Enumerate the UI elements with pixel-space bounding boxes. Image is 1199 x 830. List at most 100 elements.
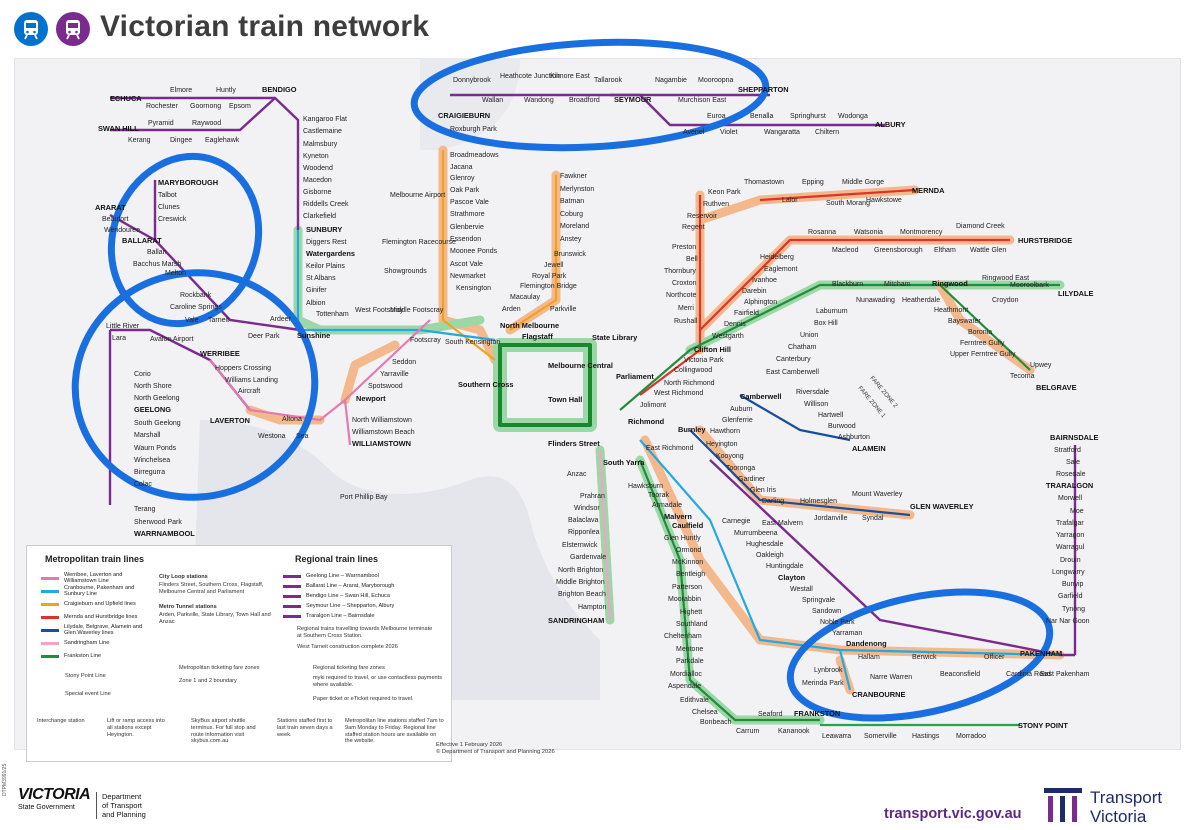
station-label: Hartwell — [818, 412, 844, 419]
staffed-note: Stations staffed first to last train sev… — [277, 718, 333, 738]
station-label: Williamstown Beach — [352, 429, 415, 436]
line-swatch — [283, 594, 301, 598]
legend-line-label: Seymour Line – Shepparton, Albury — [306, 603, 395, 609]
station-label: Aspendale — [668, 683, 701, 690]
station-label: SANDRINGHAM — [548, 616, 604, 625]
station-label: Roxburgh Park — [450, 126, 497, 133]
station-label: Creswick — [158, 216, 187, 223]
station-label: Fairfield — [734, 310, 759, 317]
station-label: Violet — [720, 129, 737, 136]
document-code: DTPM3991/25 — [2, 763, 8, 796]
station-label: Chelsea — [692, 709, 718, 716]
station-label: Spotswood — [368, 383, 403, 390]
station-label: Heidelberg — [760, 254, 794, 261]
station-label: Hastings — [912, 733, 940, 740]
station-label: Mentone — [676, 646, 703, 653]
station-label: Windsor — [574, 505, 600, 512]
dept-line: and Planning — [102, 810, 146, 819]
station-label: Avenel — [683, 129, 705, 136]
station-label: Showgrounds — [384, 268, 427, 275]
station-label: Rushall — [674, 318, 698, 325]
station-label: LAVERTON — [210, 416, 250, 425]
station-label: Ballan — [147, 249, 167, 256]
station-label: WARRNAMBOOL — [134, 529, 195, 538]
station-label: Wendouree — [104, 227, 140, 234]
legend-line-label: Cranbourne, Pakenham and Sunbury Line — [64, 585, 135, 597]
metro-lines — [209, 150, 1061, 727]
station-label: Altona — [282, 416, 302, 423]
victoria-government-logo: VICTORIA State Government — [18, 786, 91, 811]
station-label: Rosedale — [1056, 471, 1086, 478]
station-label: Diggers Rest — [306, 239, 347, 246]
station-label: WERRIBEE — [200, 349, 240, 358]
station-label: Alphington — [744, 299, 777, 306]
station-label: Town Hall — [548, 395, 582, 404]
legend-panel: Metropolitan train lines Regional train … — [26, 545, 452, 762]
station-label: Deer Park — [248, 333, 280, 340]
website-link[interactable]: transport.vic.gov.au — [884, 806, 1022, 822]
station-label: Murrumbeena — [734, 530, 778, 537]
station-label: Clifton Hill — [694, 345, 731, 354]
station-label: Flemington Bridge — [520, 283, 577, 290]
station-label: GEELONG — [134, 405, 171, 414]
station-label: Marshall — [134, 432, 161, 439]
line-swatch — [41, 602, 59, 606]
station-label: BELGRAVE — [1036, 383, 1077, 392]
station-label: Kensington — [456, 285, 491, 292]
legend-line-label: Geelong Line – Warrnambool — [306, 573, 379, 579]
station-label: Gardenvale — [570, 554, 606, 561]
station-label: Macleod — [832, 247, 859, 254]
metro-tunnel-text: Arden, Parkville, State Library, Town Ha… — [159, 612, 271, 625]
legend-regional-line: Geelong Line – Warrnambool — [283, 572, 379, 580]
regional-lines — [108, 93, 1077, 657]
station-label: Bentleigh — [676, 571, 705, 578]
regional-train-icon — [56, 12, 90, 46]
vic-logo-sub: State Government — [18, 804, 75, 811]
station-label: Auburn — [730, 406, 753, 413]
staffed-partial-note: Metropolitan line stations staffed 7am t… — [345, 718, 444, 745]
station-label: Wallan — [482, 97, 503, 104]
station-label: Westall — [790, 586, 813, 593]
station-label: Macaulay — [510, 294, 540, 301]
station-label: Heyington — [706, 441, 738, 448]
west-tarneit-note: West Tarneit construction complete 2026 — [297, 644, 398, 650]
station-label: Wodonga — [838, 113, 868, 120]
station-label: North Richmond — [664, 380, 715, 387]
station-label: Pascoe Vale — [450, 199, 489, 206]
legend-metro-title: Metropolitan train lines — [45, 554, 145, 564]
station-label: Eaglehawk — [205, 137, 240, 144]
station-label: Wattle Glen — [970, 247, 1006, 254]
station-label: Royal Park — [532, 273, 567, 280]
station-label: Avalon Airport — [150, 336, 194, 343]
station-label: Warragul — [1056, 544, 1085, 551]
line-swatch — [283, 614, 301, 618]
station-label: South Kensington — [445, 339, 500, 346]
station-label: Woodend — [303, 165, 333, 172]
department-name: Department of Transport and Planning — [96, 792, 146, 819]
station-label: Glenferrie — [722, 417, 753, 424]
station-label: Eaglemont — [764, 266, 798, 273]
station-label: Huntly — [216, 87, 236, 94]
station-label: Parkdale — [676, 658, 704, 665]
station-label: Watsonia — [854, 229, 883, 236]
station-label: Glen Iris — [750, 487, 777, 494]
station-label: Huntingdale — [766, 563, 803, 570]
line-swatch — [41, 576, 59, 580]
station-label: Carnegie — [722, 518, 751, 525]
station-label: Willison — [804, 401, 828, 408]
station-label: Brighton Beach — [558, 591, 606, 598]
station-label: South Yarra — [603, 458, 645, 467]
station-label: ECHUCA — [110, 94, 142, 103]
station-label: Gardiner — [738, 476, 766, 483]
station-label: Riddells Creek — [303, 201, 349, 208]
station-label: BENDIGO — [262, 85, 297, 94]
lift-note: Lift or ramp access into all stations ex… — [107, 718, 165, 738]
station-label: Collingwood — [674, 367, 712, 374]
station-label: Melbourne Central — [548, 361, 613, 370]
station-label: Eltham — [934, 247, 956, 254]
station-label: Melbourne Airport — [390, 192, 445, 199]
station-label: Parliament — [616, 372, 654, 381]
station-label: Waurn Ponds — [134, 445, 177, 452]
station-label: Hallam — [858, 654, 880, 661]
legend-metro-line: Cranbourne, Pakenham and Sunbury Line — [41, 585, 154, 597]
